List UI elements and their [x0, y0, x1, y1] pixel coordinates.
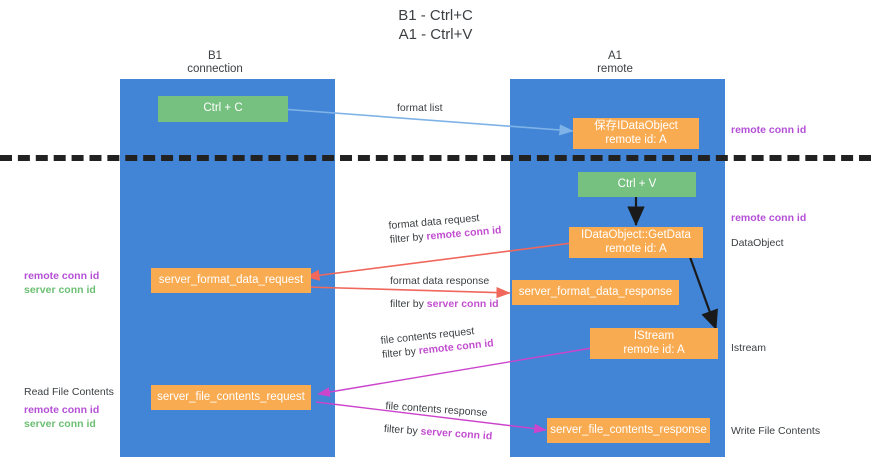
column-header-b1: B1 connection [155, 50, 275, 76]
edge-label-format-data-response: format data response filter by server co… [390, 274, 499, 311]
edge-label-format-data-response-filter: filter by server conn id [390, 297, 499, 311]
annotation-left-remote-conn-id-2: remote conn id [24, 404, 100, 416]
node-ctrl-v[interactable]: Ctrl + V [578, 172, 696, 197]
edge-label-format-list: format list [397, 101, 443, 115]
filter-key-server-conn-id: server conn id [420, 425, 493, 443]
edge-label-file-contents-response-filter: filter by server conn id [383, 422, 492, 444]
column-header-b1-name: B1 [207, 50, 223, 62]
title-line-2: A1 - Ctrl+V [398, 26, 473, 43]
node-server-file-contents-response-label: server_file_contents_response [550, 423, 707, 436]
node-idataobject-getdata-sub: remote id: A [605, 242, 667, 255]
filter-key-server-conn-id: server conn id [426, 298, 499, 310]
node-istream[interactable]: IStream remote id: A [590, 328, 718, 359]
node-server-file-contents-request-label: server_file_contents_request [157, 390, 305, 403]
phase-separator [0, 155, 871, 161]
node-server-format-data-request-label: server_format_data_request [158, 273, 304, 286]
edge-label-format-list-text: format list [397, 102, 443, 114]
filter-prefix: filter by [383, 422, 422, 438]
diagram-title: B1 - Ctrl+C A1 - Ctrl+V [0, 6, 871, 44]
title-line-1: B1 - Ctrl+C [398, 7, 473, 24]
edge-label-format-data-response-main: format data response [390, 275, 490, 287]
annotation-right-write-file-contents: Write File Contents [731, 425, 821, 437]
node-server-file-contents-request[interactable]: server_file_contents_request [151, 385, 311, 410]
node-idataobject-store-sub: remote id: A [605, 133, 667, 146]
node-server-format-data-response-label: server_format_data_response [518, 285, 673, 298]
edge-label-format-data-request: format data request filter by remote con… [388, 209, 502, 247]
node-idataobject-getdata[interactable]: IDataObject::GetData remote id: A [569, 227, 703, 258]
annotation-right-remote-conn-id-top: remote conn id [731, 124, 807, 136]
column-header-a1-role: remote [597, 63, 633, 75]
node-server-format-data-response[interactable]: server_format_data_response [512, 280, 679, 305]
column-header-a1: A1 remote [555, 50, 675, 76]
annotation-left-remote-conn-id: remote conn id [24, 270, 100, 282]
annotation-left-server-conn-id-2: server conn id [24, 418, 96, 430]
node-istream-sub: remote id: A [623, 343, 685, 356]
edge-label-file-contents-request: file contents request filter by remote c… [380, 322, 494, 362]
node-ctrl-c[interactable]: Ctrl + C [158, 96, 288, 122]
filter-prefix: filter by [381, 345, 420, 361]
annotation-right-dataobject: DataObject [731, 237, 784, 249]
node-server-format-data-request[interactable]: server_format_data_request [151, 268, 311, 293]
edge-label-file-contents-response-main: file contents response [385, 399, 488, 420]
node-idataobject-store-label: 保存IDataObject [594, 120, 678, 132]
node-server-file-contents-response[interactable]: server_file_contents_response [547, 418, 710, 443]
annotation-right-remote-conn-id-mid: remote conn id [731, 212, 807, 224]
node-idataobject-getdata-label: IDataObject::GetData [581, 229, 691, 241]
node-idataobject-store[interactable]: 保存IDataObject remote id: A [573, 118, 699, 149]
annotation-left-read-file-contents: Read File Contents [24, 386, 114, 398]
annotation-left-server-conn-id: server conn id [24, 284, 96, 296]
node-istream-label: IStream [633, 330, 675, 342]
column-header-b1-role: connection [187, 63, 243, 75]
annotation-right-istream: Istream [731, 342, 767, 354]
filter-prefix: filter by [389, 230, 427, 246]
edge-label-file-contents-response: file contents response filter by server … [383, 399, 494, 443]
column-header-a1-name: A1 [607, 50, 623, 62]
node-ctrl-v-label: Ctrl + V [617, 177, 657, 190]
node-ctrl-c-label: Ctrl + C [203, 102, 243, 115]
filter-prefix: filter by [390, 298, 427, 310]
